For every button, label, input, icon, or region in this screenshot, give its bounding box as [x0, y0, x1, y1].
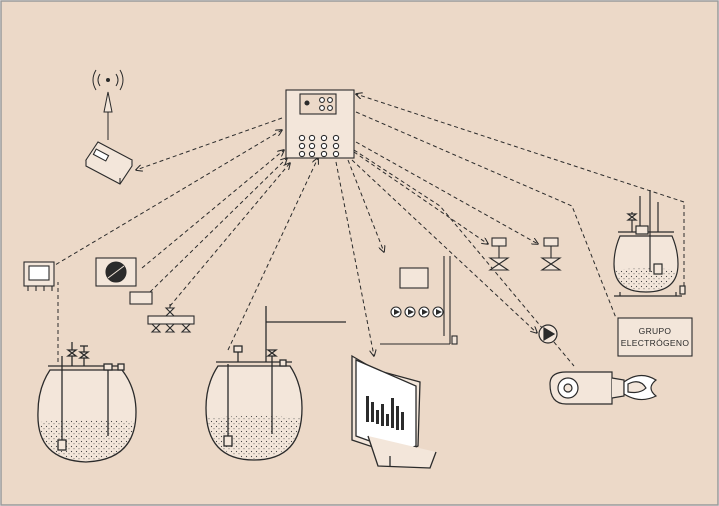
link-small-box	[149, 158, 287, 293]
link-small-tank	[356, 94, 685, 286]
pump-station-panel-icon	[380, 256, 458, 345]
link-burner	[353, 149, 575, 367]
valve-actuator-icon	[147, 304, 195, 333]
pump-icon	[538, 324, 558, 344]
link-generator	[355, 111, 617, 319]
radio-modem-icon	[85, 141, 133, 185]
generator-label-line2: ELECTRÓGENO	[621, 338, 690, 348]
link-gauge	[141, 150, 284, 269]
large-tank-icon	[37, 342, 137, 463]
level-transmitter-display-icon	[23, 261, 55, 291]
wireless-antenna-icon	[92, 69, 124, 140]
link-tank2	[227, 158, 318, 351]
generator-label-line1: GRUPO	[639, 326, 672, 336]
burner-blower-icon	[549, 371, 658, 405]
monitor-chart-icon	[351, 354, 437, 469]
link-display	[49, 130, 282, 269]
link-modem	[136, 117, 283, 170]
link-valve	[169, 163, 290, 307]
generator-box	[617, 317, 693, 357]
generator-set-icon: GRUPO ELECTRÓGENO	[617, 317, 693, 357]
pressure-gauge-icon	[95, 257, 137, 287]
control-cabinet-icon	[285, 89, 355, 159]
link-pump	[351, 159, 537, 333]
link-pump-panel	[347, 159, 384, 252]
link-monitor	[335, 161, 374, 356]
small-tank-icon	[613, 190, 686, 297]
small-box-icon	[129, 291, 153, 305]
mid-tank-icon	[205, 306, 346, 461]
link-valve-a	[353, 151, 488, 244]
solenoid-valve-icon	[488, 237, 562, 271]
connection-lines	[49, 94, 685, 367]
